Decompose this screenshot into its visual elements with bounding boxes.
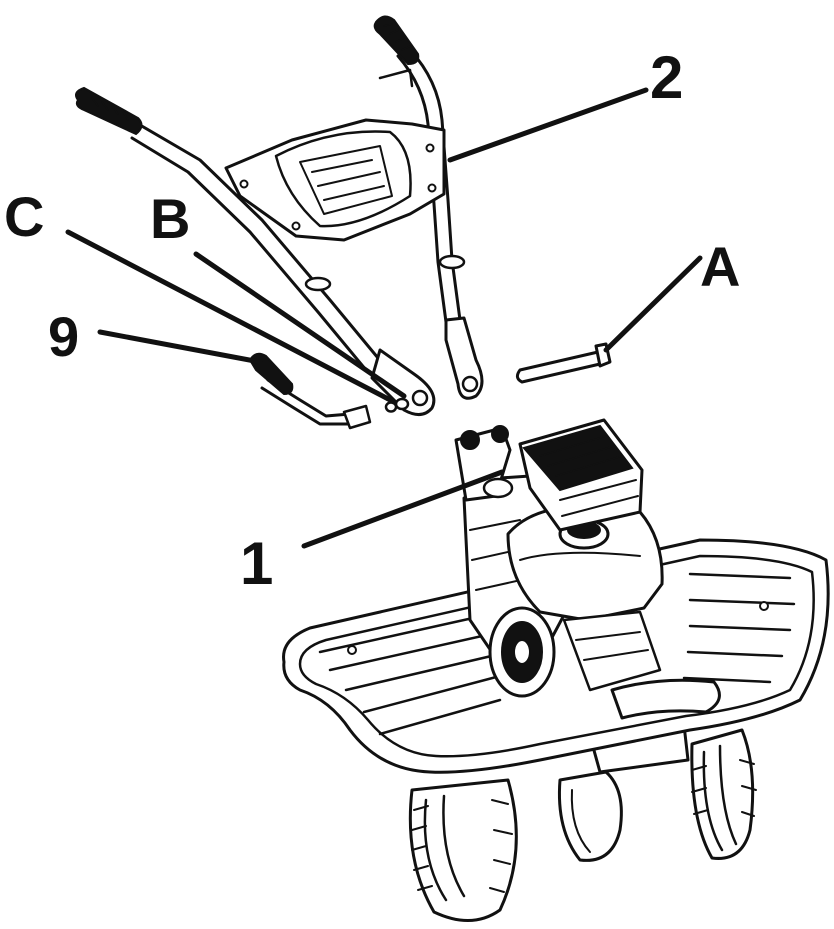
front-carry-handle xyxy=(610,678,721,720)
leader-lines xyxy=(65,87,703,549)
right-handle-grip xyxy=(373,15,420,66)
pin-a xyxy=(515,342,612,384)
control-panel-plate xyxy=(224,118,446,242)
left-lower-bracket xyxy=(370,348,436,416)
leader-line-2 xyxy=(447,87,649,163)
callout-2: 2 xyxy=(650,44,683,111)
right-lower-bracket xyxy=(444,316,484,400)
leader-line-b xyxy=(193,251,407,399)
leader-line-c xyxy=(65,229,397,405)
callout-b: B xyxy=(150,187,190,250)
callout-a: A xyxy=(700,235,740,298)
tine-shield xyxy=(282,538,830,774)
right-tube-clamp xyxy=(438,254,466,270)
left-tine-wheel xyxy=(408,778,518,922)
engine-block xyxy=(454,418,664,698)
callout-9: 9 xyxy=(48,305,79,368)
leader-line-a xyxy=(603,255,703,353)
left-tube-clamp xyxy=(304,276,332,292)
leader-line-1 xyxy=(301,469,505,549)
tiller-body xyxy=(282,418,830,922)
left-handle-grip xyxy=(75,86,143,136)
right-tine-wheel xyxy=(690,728,757,860)
callout-c: C xyxy=(4,185,44,248)
washer-b xyxy=(394,397,410,411)
leader-line-9 xyxy=(97,329,263,365)
callout-labels: 1 2 A B C 9 xyxy=(4,44,740,597)
callout-1: 1 xyxy=(240,530,273,597)
part-9-lever xyxy=(248,352,372,430)
handlebar-assembly xyxy=(75,15,484,416)
center-tine-wheel xyxy=(557,770,623,862)
